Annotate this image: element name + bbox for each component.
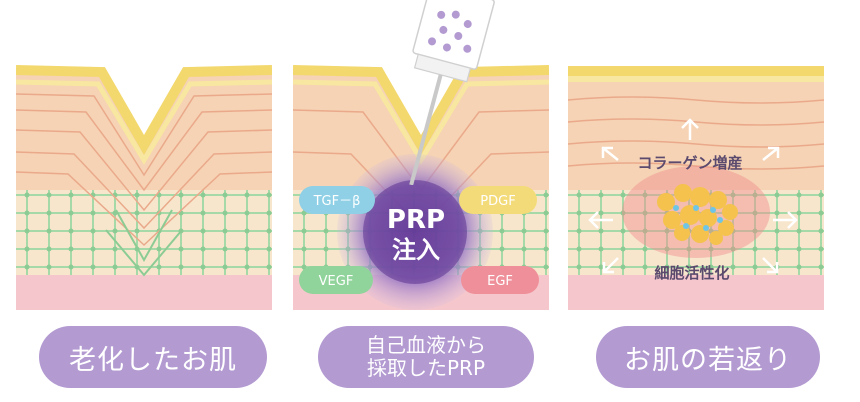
pdgf-badge <box>459 186 537 214</box>
egf-label: EGF <box>487 274 513 289</box>
tgf-badge <box>299 186 375 214</box>
caption-prp-line1: 自己血液から <box>366 333 486 357</box>
pdgf-label: PDGF <box>480 194 515 209</box>
egf-badge <box>461 266 539 294</box>
collagen-cluster <box>657 184 738 245</box>
aged-skin-panel <box>16 60 272 310</box>
caption-prp-source: 自己血液から 採取したPRP <box>318 326 534 388</box>
syringe-icon <box>409 0 495 185</box>
vegf-badge <box>299 266 373 294</box>
caption-aged-skin-text: 老化したお肌 <box>69 344 237 376</box>
tgf-label: TGF－β <box>313 194 361 209</box>
rejuvenated-skin-illustration: コラーゲン増産 細胞活性化 <box>568 60 824 310</box>
prp-injection-illustration: TGF－β PDGF VEGF EGF PRP 注入 <box>293 60 549 310</box>
prp-center-line1: PRP <box>387 205 445 235</box>
prp-injection-panel: TGF－β PDGF VEGF EGF PRP 注入 <box>293 60 549 310</box>
expansion-arrows <box>588 118 798 274</box>
caption-prp-line2: 採取したPRP <box>366 356 486 380</box>
caption-rejuvenated-skin: お肌の若返り <box>596 326 820 388</box>
vegf-label: VEGF <box>319 274 354 289</box>
aged-skin-illustration <box>16 60 272 310</box>
caption-rejuvenated-text: お肌の若返り <box>624 344 792 376</box>
caption-aged-skin: 老化したお肌 <box>39 326 267 388</box>
prp-center-line2: 注入 <box>392 236 440 264</box>
rejuvenated-skin-panel: コラーゲン増産 細胞活性化 <box>568 60 824 310</box>
cell-activation-label: 細胞活性化 <box>654 264 729 282</box>
collagen-label: コラーゲン増産 <box>637 154 742 172</box>
